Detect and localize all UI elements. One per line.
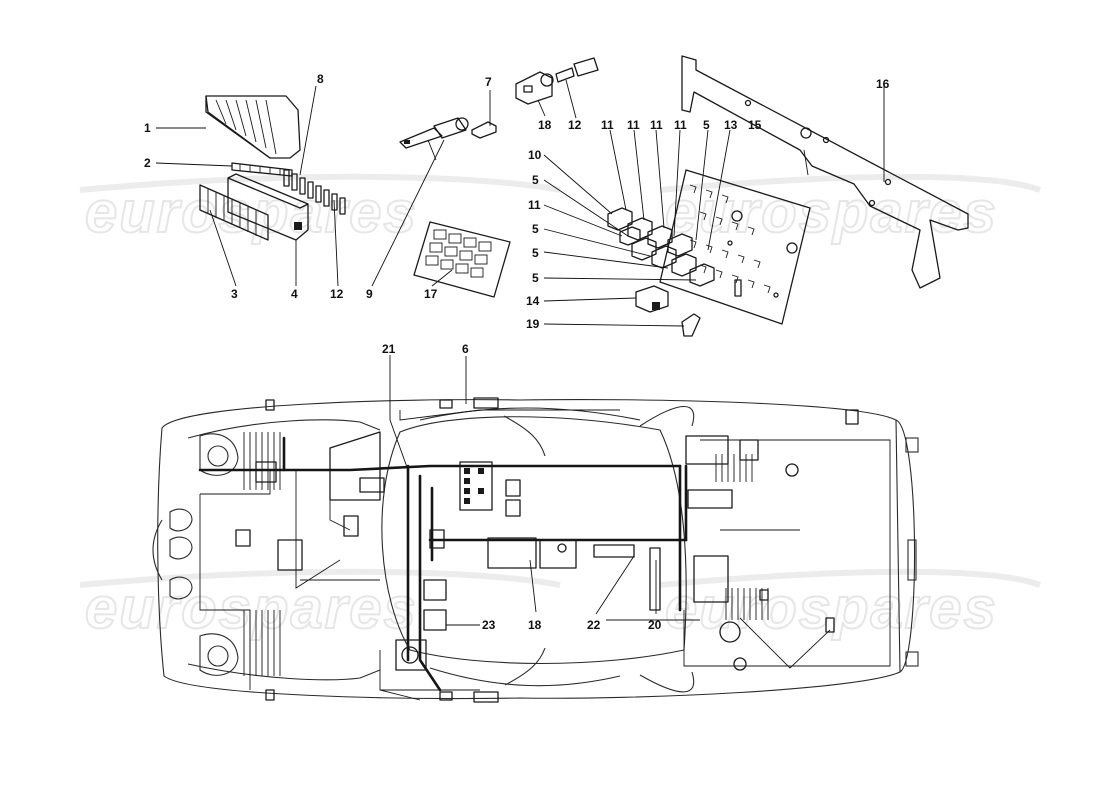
watermark-text: eurospares: [85, 576, 418, 641]
callout-label: 21: [382, 342, 396, 356]
callout-label: 13: [724, 118, 738, 132]
watermark-text: eurospares: [665, 576, 998, 641]
fuse-holder-block: [227, 173, 309, 241]
callout-label: 1: [144, 121, 151, 135]
callout-label: 11: [601, 118, 614, 132]
callout-label: 5: [532, 271, 539, 285]
callout-label: 11: [650, 118, 663, 132]
callout-label: 20: [648, 618, 662, 632]
fuse-box-cover: [205, 95, 301, 159]
callout-label: 11: [627, 118, 640, 132]
clip: [471, 121, 497, 139]
callout-label: 10: [528, 148, 542, 162]
callout-label: 12: [330, 287, 344, 301]
watermarks: eurospares eurospares eurospares eurospa…: [79, 173, 1042, 642]
callout-label: 8: [317, 72, 324, 86]
callout-label: 5: [532, 222, 539, 236]
relay-label-card: [413, 221, 511, 298]
callout-label: 4: [291, 287, 298, 301]
callout-label: 12: [568, 118, 582, 132]
callout-label: 18: [538, 118, 552, 132]
callout-label: 7: [485, 75, 492, 89]
callout-label: 18: [528, 618, 542, 632]
callout-label: 16: [876, 77, 890, 91]
terminal: [555, 57, 599, 83]
callout-label: 23: [482, 618, 496, 632]
watermark-text: eurospares: [665, 180, 998, 245]
callout-label: 17: [424, 287, 438, 301]
callouts: 1 2 3 4 8 12 7 9 17 18 12 11 11 11 11 5 …: [144, 72, 890, 632]
callout-label: 5: [703, 118, 710, 132]
callout-label: 11: [528, 198, 541, 212]
relay-base: [635, 285, 669, 313]
callout-label: 5: [532, 173, 539, 187]
callout-label: 3: [231, 287, 238, 301]
callout-label: 15: [748, 118, 762, 132]
callout-label: 19: [526, 317, 540, 331]
car-body: [152, 398, 919, 700]
callout-label: 11: [674, 118, 687, 132]
harness-components: [235, 397, 859, 703]
callout-label: 5: [532, 246, 539, 260]
clip-small: [681, 313, 701, 337]
callout-label: 22: [587, 618, 601, 632]
fuses: [283, 169, 346, 215]
relay-board: [659, 169, 811, 325]
fuse-strip: [231, 162, 293, 177]
callout-label: 9: [366, 287, 373, 301]
callout-label: 6: [462, 342, 469, 356]
connector: [515, 71, 554, 105]
fuse-puller: [399, 117, 469, 149]
mounting-bracket: [681, 55, 969, 289]
watermark-text: eurospares: [85, 180, 418, 245]
callout-label: 2: [144, 156, 151, 170]
wiring-harness: [198, 409, 891, 701]
callout-label: 14: [526, 294, 540, 308]
relays: [607, 207, 715, 287]
